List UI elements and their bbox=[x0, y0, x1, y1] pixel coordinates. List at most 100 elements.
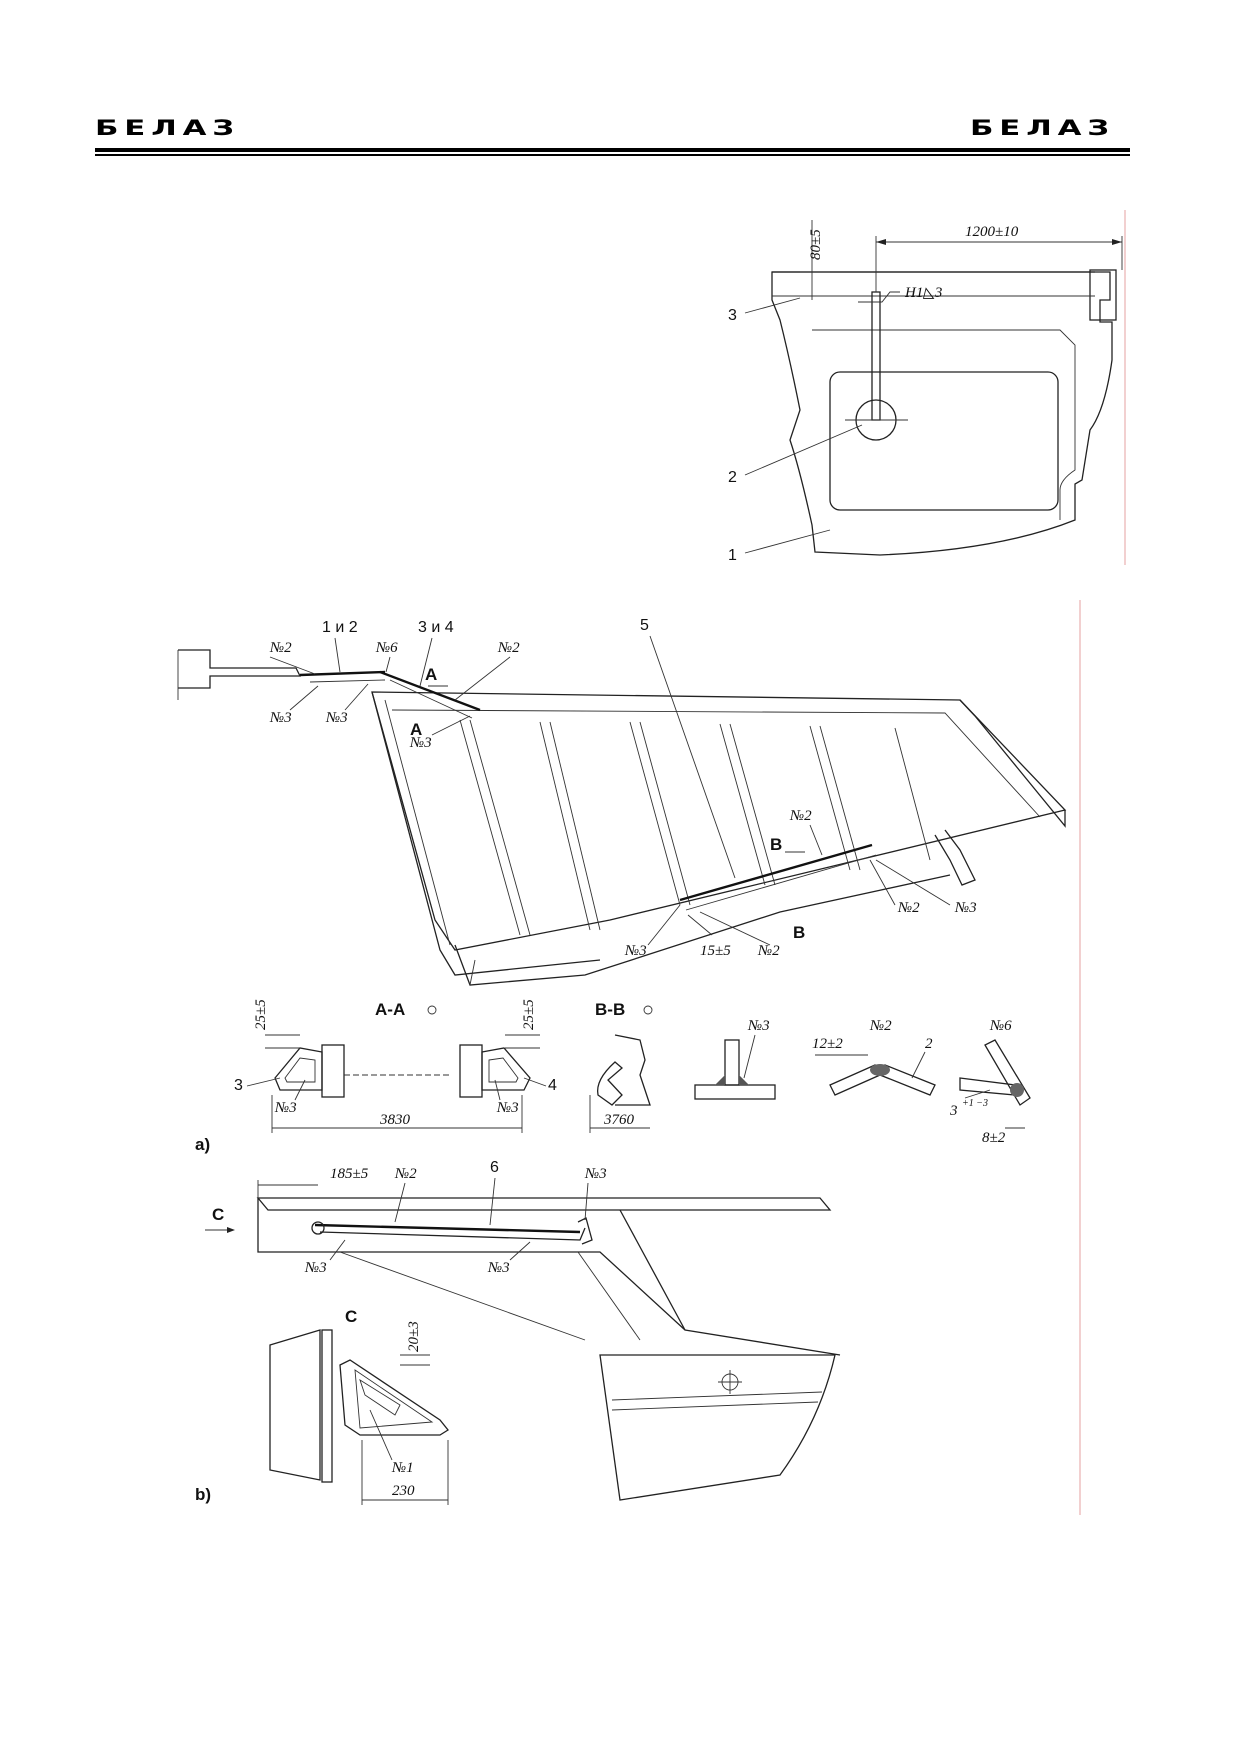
weld-n3: №3 bbox=[409, 735, 432, 751]
channel-5-lower bbox=[685, 854, 877, 911]
weld-n3: №3 bbox=[269, 710, 292, 726]
weld-bead bbox=[1010, 1083, 1024, 1097]
detail-top: 1200±10 80±5 Н1◺3 3 2 1 bbox=[728, 210, 1126, 565]
figure-a: 1 и 2 3 и 4 5 №2 №6 №2 №3 №3 №3 А А №2 В… bbox=[177, 600, 1081, 1515]
channel-5 bbox=[679, 843, 873, 902]
figure-a-label: а) bbox=[195, 1135, 210, 1154]
weld-n2: №2 bbox=[269, 640, 292, 656]
leader bbox=[431, 715, 471, 736]
rotation-mark bbox=[643, 1005, 653, 1015]
dim-25-left: 25±5 bbox=[253, 999, 269, 1030]
dim-8: 8±2 bbox=[982, 1130, 1006, 1146]
channel-6-end bbox=[311, 1221, 325, 1235]
leader bbox=[699, 911, 771, 946]
channel-6-lower bbox=[319, 1227, 586, 1241]
weld-n2: №2 bbox=[897, 900, 920, 916]
leader-3 bbox=[744, 297, 801, 314]
panel-opening bbox=[829, 371, 1059, 511]
header-rule-thin bbox=[95, 154, 1130, 156]
belaz-logo-right: БЕЛАЗ bbox=[970, 116, 1115, 140]
view-c-mark: С bbox=[212, 1205, 224, 1224]
strut bbox=[577, 1251, 641, 1341]
body-inner-rail bbox=[391, 709, 1041, 818]
leader bbox=[743, 1034, 756, 1079]
plate-inclined bbox=[984, 1039, 1031, 1106]
callout-5: 5 bbox=[640, 617, 649, 634]
leader bbox=[294, 1079, 306, 1101]
bb-wall bbox=[614, 1034, 651, 1106]
leader bbox=[584, 1182, 589, 1221]
weld-n2: №2 bbox=[497, 640, 520, 656]
dim-1200: 1200±10 bbox=[965, 224, 1019, 240]
callout-1: 1 bbox=[728, 547, 737, 564]
weld-n3: №3 bbox=[624, 943, 647, 959]
weld-n2: №2 bbox=[869, 1018, 892, 1034]
body-front-wall-inner bbox=[384, 699, 451, 946]
leader bbox=[869, 859, 896, 906]
body-floor bbox=[454, 874, 951, 986]
base-plate bbox=[694, 1084, 776, 1100]
frame-rail-outline bbox=[257, 1198, 841, 1356]
section-aa-title: А-А bbox=[375, 1000, 405, 1019]
leader bbox=[489, 1177, 496, 1226]
weld-detail-n2: 12±2 №2 2 bbox=[812, 1018, 936, 1096]
strut-outline bbox=[619, 1209, 686, 1331]
web-plate bbox=[724, 1039, 740, 1086]
lower-body-line bbox=[611, 1401, 819, 1411]
dim-25-right: 25±5 bbox=[521, 999, 537, 1030]
weld-n6: №6 bbox=[375, 640, 398, 656]
weld-bead bbox=[870, 1064, 890, 1076]
section-bb-title: В-В bbox=[595, 1000, 625, 1019]
section-mark-a: А bbox=[425, 665, 437, 684]
dim-2: 2 bbox=[925, 1036, 933, 1052]
leader bbox=[509, 1241, 531, 1261]
leader-2 bbox=[744, 424, 863, 476]
leader bbox=[809, 824, 823, 856]
c-profile bbox=[339, 1359, 449, 1436]
rear-hinge bbox=[934, 829, 976, 886]
body-ribs bbox=[459, 719, 931, 936]
dim-line bbox=[964, 1089, 991, 1099]
lower-body bbox=[599, 1354, 836, 1501]
callout-2: 2 bbox=[728, 469, 737, 486]
channel-3-4 bbox=[379, 670, 481, 712]
weld-n1: №1 bbox=[391, 1460, 414, 1476]
leader-1 bbox=[744, 529, 831, 554]
view-c-title: С bbox=[345, 1307, 357, 1326]
aa-right-profile-inner bbox=[488, 1057, 519, 1083]
weld-n3: №3 bbox=[304, 1260, 327, 1276]
leader bbox=[649, 635, 736, 879]
dim-20: 20±3 bbox=[406, 1321, 422, 1352]
callout-6: 6 bbox=[490, 1159, 499, 1176]
weld-detail-n6: №6 3 +1 −3 8±2 bbox=[949, 1018, 1031, 1146]
body-top-rail bbox=[959, 699, 1066, 828]
dim-3830: 3830 bbox=[379, 1112, 411, 1128]
channel-6 bbox=[314, 1223, 581, 1234]
channel-3-4-lower bbox=[389, 679, 473, 719]
weld-n2: №2 bbox=[394, 1166, 417, 1182]
channel-1-2-lower bbox=[309, 679, 386, 683]
c-flange bbox=[321, 1329, 333, 1483]
rotation-mark bbox=[427, 1005, 437, 1015]
leader bbox=[647, 904, 681, 946]
weld-n2: №2 bbox=[789, 808, 812, 824]
leader bbox=[269, 656, 316, 675]
belaz-logo-left: БЕЛАЗ bbox=[95, 116, 236, 140]
logo-text: БЕЛАЗ bbox=[970, 116, 1115, 140]
weld-n3: №3 bbox=[487, 1260, 510, 1276]
c-profile-inner bbox=[354, 1369, 434, 1429]
aa-left-wall bbox=[321, 1044, 345, 1098]
brace bbox=[339, 1251, 586, 1341]
leader bbox=[344, 683, 369, 711]
side-beam bbox=[1089, 269, 1117, 321]
weld-n3: №3 bbox=[747, 1018, 770, 1034]
leader bbox=[289, 685, 319, 711]
leader bbox=[329, 1239, 346, 1261]
leader bbox=[875, 859, 951, 906]
callout-1-2: 1 и 2 bbox=[322, 619, 358, 636]
figure-b: С 185±5 №2 6 №3 №3 №3 С 20±3 №1 230 b) bbox=[195, 1159, 841, 1505]
dim-12: 12±2 bbox=[812, 1036, 843, 1052]
c-wall bbox=[269, 1329, 321, 1481]
weld-detail-n3: №3 bbox=[694, 1018, 776, 1100]
